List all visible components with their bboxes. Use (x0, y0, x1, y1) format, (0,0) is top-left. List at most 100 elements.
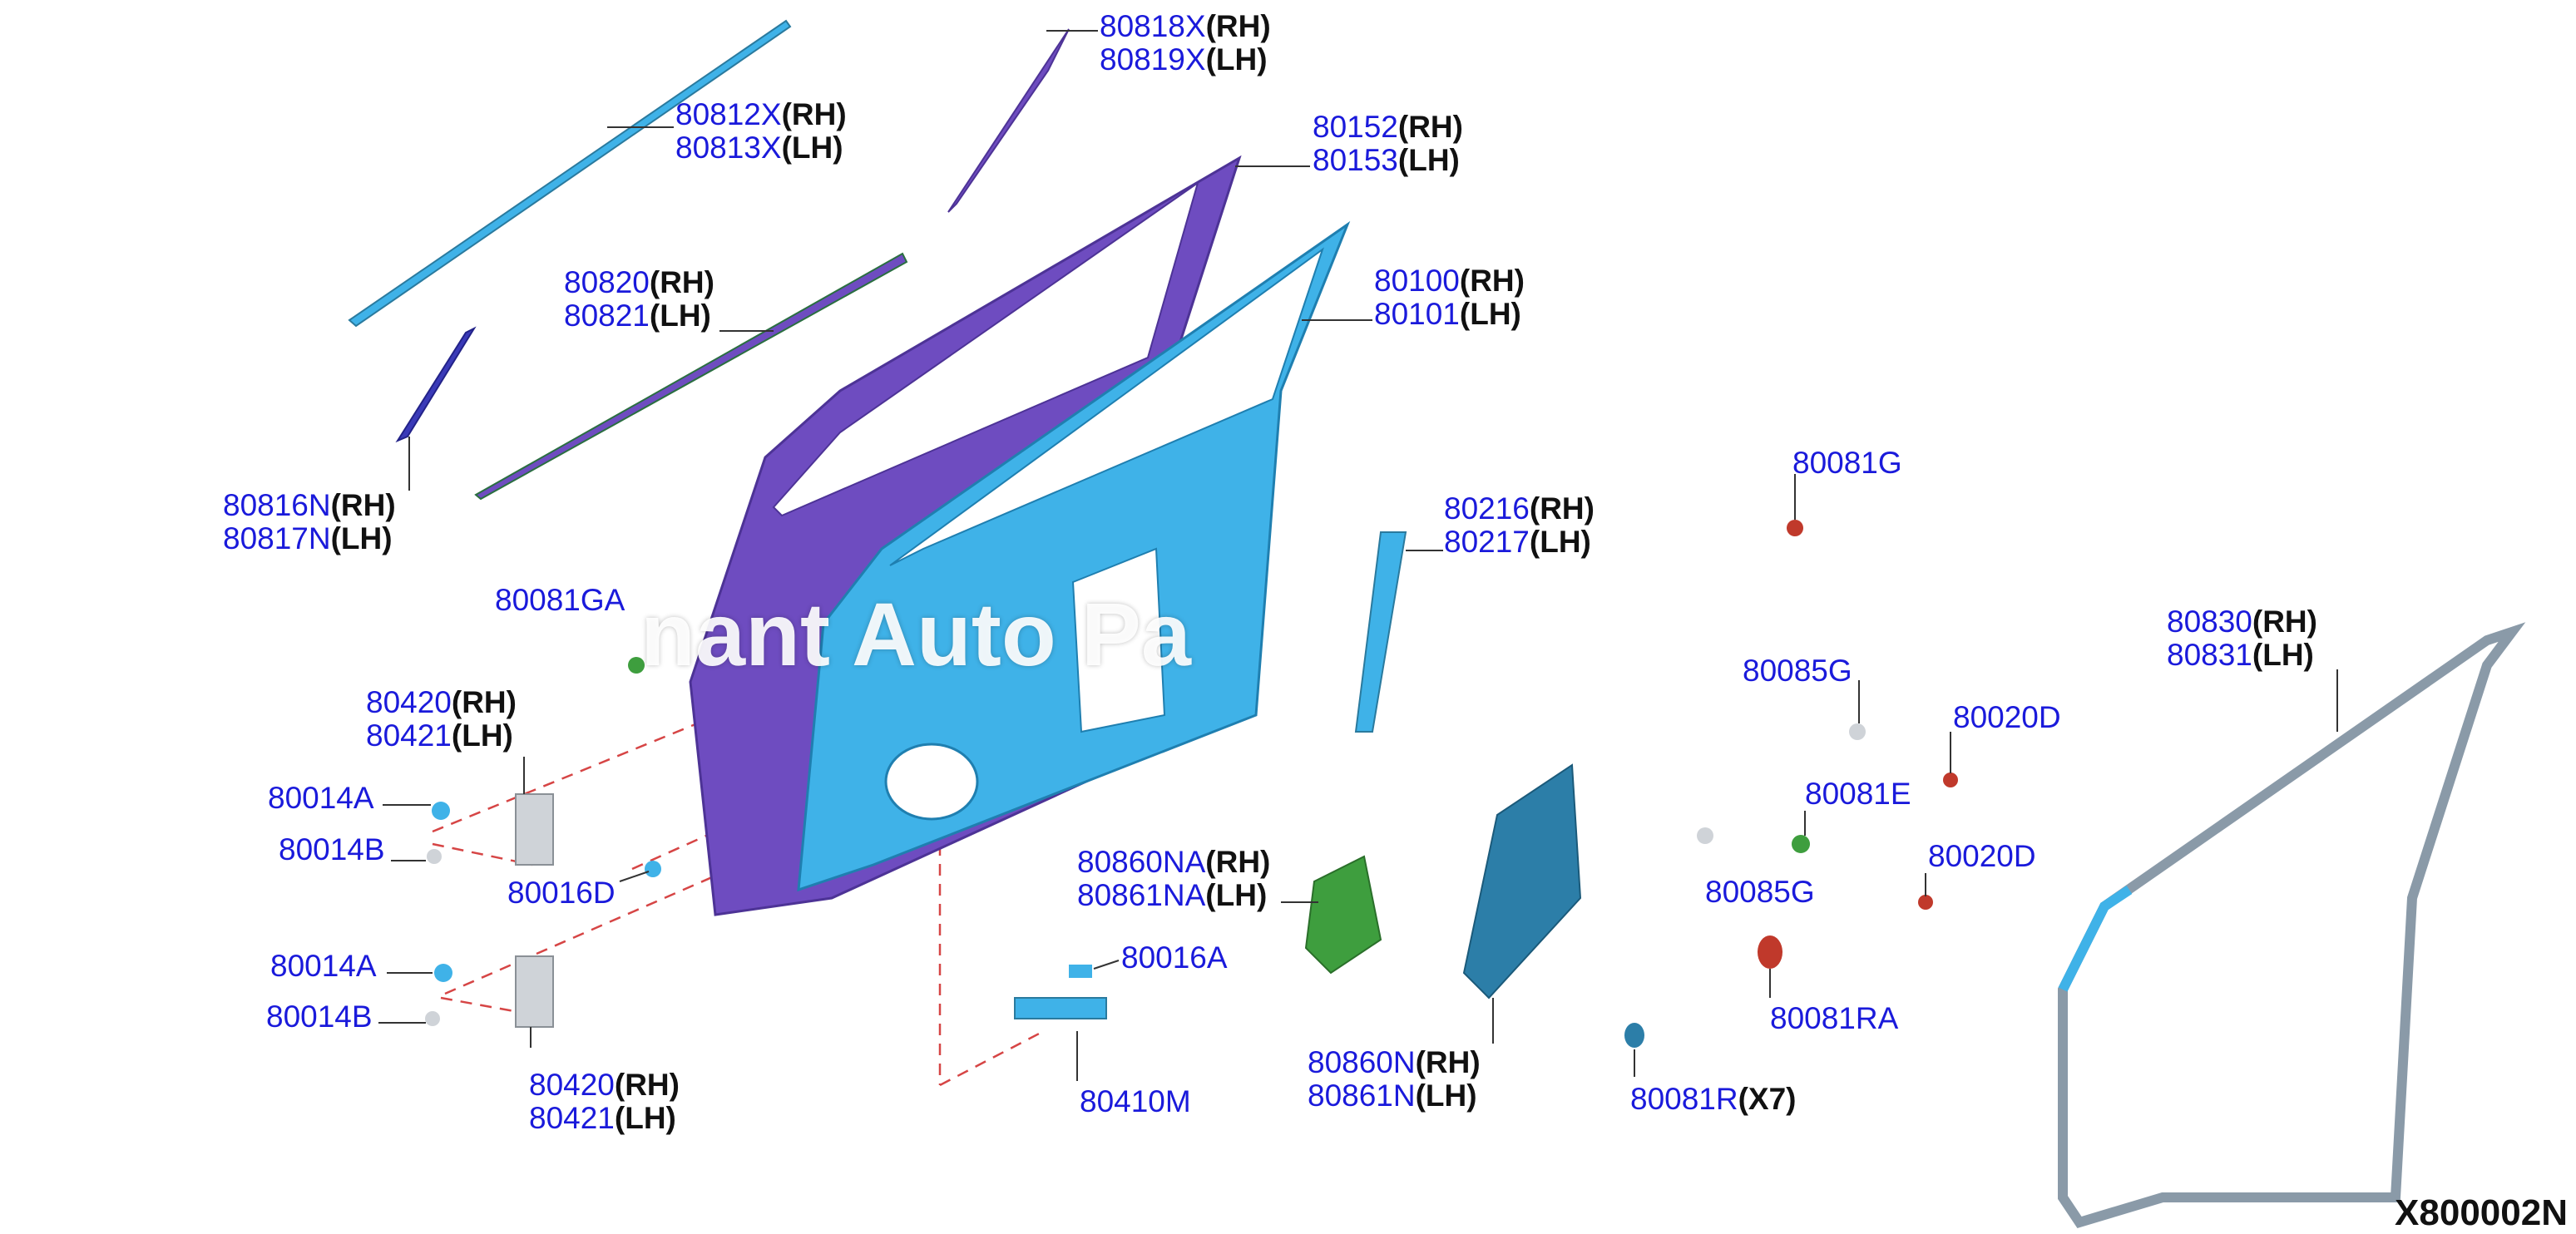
callout-80420-lower: 80420(RH) 80421(LH) (529, 1069, 680, 1135)
part-number[interactable]: 80100 (1374, 264, 1460, 298)
front-delta-trim (947, 28, 1070, 213)
part-number[interactable]: 80812X (675, 97, 782, 131)
plug-80081GA (628, 657, 645, 674)
clip-80016A (1069, 965, 1092, 978)
callout-80014B-upper: 80014B (279, 833, 385, 866)
part-number[interactable]: 80081E (1805, 777, 1911, 811)
callout-80100: 80100(RH) 80101(LH) (1374, 264, 1525, 331)
part-number[interactable]: 80014B (266, 1000, 373, 1034)
door-checker (1014, 997, 1107, 1019)
bolt-80014A-upper (432, 802, 450, 820)
callout-80020D-upper: 80020D (1953, 701, 2061, 734)
callout-80081G: 80081G (1792, 447, 1902, 480)
part-number[interactable]: 80830 (2167, 605, 2252, 639)
door-inner-window (889, 247, 1324, 566)
side-label: (LH) (1205, 878, 1268, 912)
nut-80014B-lower (425, 1011, 440, 1026)
callout-80410M: 80410M (1080, 1085, 1191, 1118)
side-label: (LH) (1397, 143, 1460, 177)
part-number[interactable]: 80421 (366, 718, 452, 753)
part-number[interactable]: 80016A (1121, 940, 1228, 975)
part-number[interactable]: 80818X (1100, 9, 1206, 43)
part-number[interactable]: 80153 (1313, 143, 1398, 177)
plug-80081G (1787, 520, 1803, 536)
side-label: (LH) (649, 299, 711, 333)
part-number[interactable]: 80420 (529, 1068, 615, 1102)
side-label: (LH) (1529, 525, 1591, 559)
callout-80016A: 80016A (1121, 941, 1228, 975)
part-number[interactable]: 80817N (223, 521, 331, 555)
part-number[interactable]: 80820 (564, 265, 650, 299)
side-label: (RH) (451, 685, 517, 719)
callout-80020D-lower: 80020D (1928, 840, 2036, 873)
part-number[interactable]: 80016D (507, 876, 616, 910)
part-number[interactable]: 80420 (366, 685, 452, 719)
side-label: (RH) (2252, 605, 2317, 639)
corner-trim (395, 326, 477, 443)
callout-80081E: 80081E (1805, 777, 1911, 811)
callout-80014A-upper: 80014A (268, 782, 374, 815)
side-label: (RH) (1205, 845, 1271, 879)
roof-molding (348, 19, 792, 328)
part-number[interactable]: 80831 (2167, 638, 2252, 672)
part-number[interactable]: 80816N (223, 488, 331, 522)
callout-80081RA: 80081RA (1770, 1002, 1898, 1035)
part-number[interactable]: 80081GA (495, 583, 625, 617)
upper-hinge (515, 793, 554, 866)
grommet-80016D (645, 861, 661, 877)
door-inner-cutout (1071, 547, 1166, 733)
side-label: (RH) (649, 265, 714, 299)
side-label: (RH) (330, 488, 396, 522)
side-label: (X7) (1738, 1082, 1797, 1116)
side-label: (RH) (1459, 264, 1525, 298)
part-number[interactable]: 80421 (529, 1101, 615, 1135)
part-number[interactable]: 80020D (1928, 839, 2036, 873)
part-number[interactable]: 80819X (1100, 42, 1206, 77)
part-number[interactable]: 80014A (270, 949, 377, 983)
side-label: (RH) (1205, 9, 1271, 43)
part-number[interactable]: 80861NA (1077, 878, 1206, 912)
part-number[interactable]: 80020D (1953, 700, 2061, 734)
part-number[interactable]: 80860NA (1077, 845, 1206, 879)
part-number[interactable]: 80813X (675, 131, 782, 165)
part-number[interactable]: 80101 (1374, 297, 1460, 331)
callout-80812X: 80812X(RH) 80813X(LH) (675, 98, 847, 165)
part-number[interactable]: 80085G (1705, 875, 1815, 909)
part-number[interactable]: 80216 (1444, 491, 1530, 526)
watermark: nant Auto Pa (640, 584, 1191, 684)
plug-80020D-upper (1943, 772, 1958, 787)
callout-80014B-lower: 80014B (266, 1000, 373, 1034)
part-number[interactable]: 80410M (1080, 1084, 1191, 1118)
callout-80420-upper: 80420(RH) 80421(LH) (366, 686, 517, 753)
part-number[interactable]: 80860N (1308, 1045, 1416, 1079)
part-number[interactable]: 80014B (279, 832, 385, 866)
part-number[interactable]: 80861N (1308, 1079, 1416, 1113)
plug-80081R (1624, 1023, 1644, 1048)
callout-80816N: 80816N(RH) 80817N(LH) (223, 489, 396, 555)
part-number[interactable]: 80152 (1313, 110, 1398, 144)
part-number[interactable]: 80217 (1444, 525, 1530, 559)
side-label: (RH) (781, 97, 847, 131)
speaker-hole (884, 743, 979, 821)
plug-80085G-upper (1849, 723, 1866, 740)
side-label: (LH) (1459, 297, 1521, 331)
callout-80820: 80820(RH) 80821(LH) (564, 266, 714, 333)
side-label: (LH) (781, 131, 843, 165)
side-label: (LH) (2252, 638, 2314, 672)
part-number[interactable]: 80821 (564, 299, 650, 333)
leader-lines (378, 30, 2338, 1081)
callout-80085G-lower: 80085G (1705, 876, 1815, 909)
side-label: (LH) (1415, 1079, 1477, 1113)
callout-80152: 80152(RH) 80153(LH) (1313, 111, 1463, 177)
part-number[interactable]: 80081R (1630, 1082, 1738, 1116)
weatherstrip-blue-segment (2058, 886, 2133, 992)
part-number[interactable]: 80014A (268, 781, 374, 815)
part-number[interactable]: 80081RA (1770, 1001, 1899, 1035)
part-number[interactable]: 80081G (1792, 446, 1902, 480)
side-label: (LH) (330, 521, 393, 555)
part-number[interactable]: 80085G (1743, 654, 1852, 688)
lower-hinge (515, 955, 554, 1028)
clip-80081E (1792, 835, 1810, 853)
side-label: (RH) (1529, 491, 1595, 526)
callout-80818X: 80818X(RH) 80819X(LH) (1100, 10, 1271, 77)
